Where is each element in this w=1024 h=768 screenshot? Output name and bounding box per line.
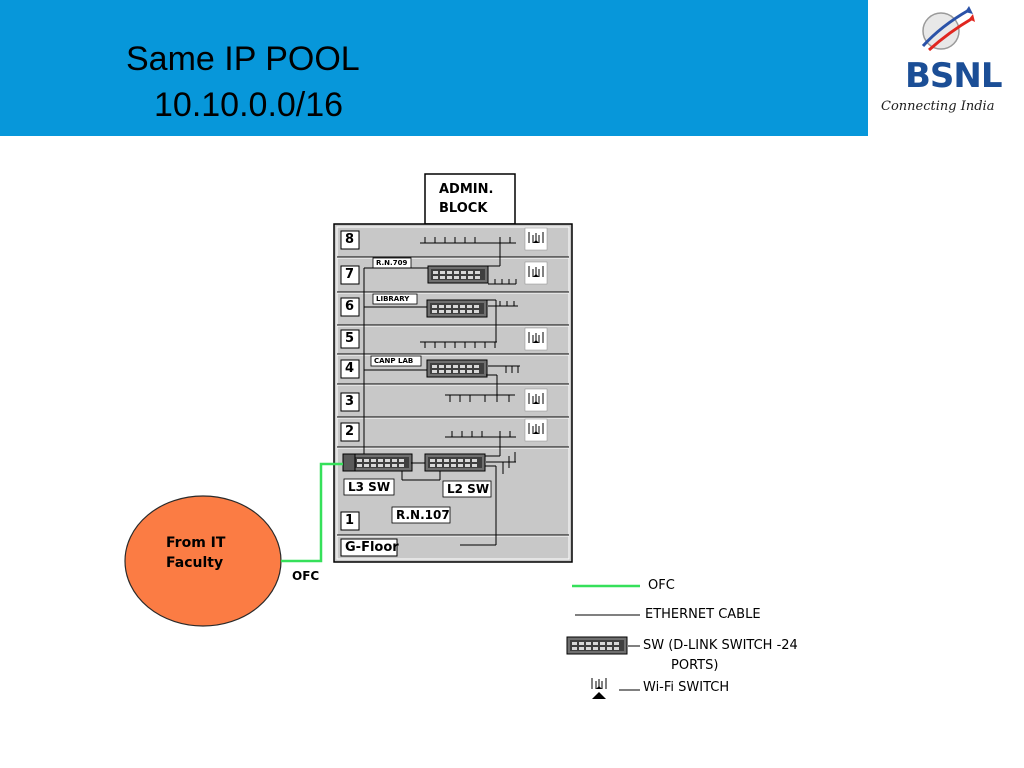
title-line-1: Same IP POOL [126, 40, 360, 78]
l2-switch-floor6 [426, 299, 488, 318]
room-label-library: LIBRARY [376, 295, 410, 303]
legend-ethernet-label: ETHERNET CABLE [645, 607, 761, 622]
admin-block-label: ADMIN. BLOCK [439, 180, 493, 218]
bsnl-logo-icon [921, 6, 975, 52]
admin-block-line-2: BLOCK [439, 201, 488, 216]
l2-switch-floor1 [424, 453, 486, 472]
ethernet-port-rails [420, 237, 520, 474]
ofc-link-label: OFC [292, 569, 320, 583]
logo-tagline: Connecting India [881, 99, 995, 114]
l3-switch-label: L3 SW [348, 480, 391, 494]
legend-wifi-label: Wi-Fi SWITCH [643, 680, 730, 695]
legend [566, 584, 640, 699]
floor-number-1: 1 [345, 513, 355, 528]
slide-title: Same IP POOL 10.10.0.0/16 [126, 36, 426, 128]
legend-ofc-label: OFC [648, 578, 675, 593]
ethernet-cabling [363, 243, 501, 546]
room-label-canp-lab: CANP LAB [374, 357, 414, 365]
room-label-rn107: R.N.107 [396, 508, 450, 522]
legend-switch-label: SW (D-LINK SWITCH -24 PORTS) [643, 636, 798, 676]
floor-number-boxes [340, 230, 398, 557]
admin-block-box [424, 173, 516, 225]
floor-number-3: 3 [345, 394, 355, 409]
header-bar [0, 0, 868, 136]
logo-wordmark: BSNL [905, 56, 1003, 96]
l2-switch-floor4 [426, 359, 488, 378]
title-line-2: 10.10.0.0/16 [154, 86, 344, 124]
floor-number-5: 5 [345, 331, 355, 346]
room-label-rn709: R.N.709 [376, 259, 408, 267]
legend-switch-line-2: PORTS) [671, 658, 719, 673]
wifi-icon [524, 388, 548, 412]
wifi-icon [524, 418, 548, 442]
floor-number-8: 8 [345, 232, 355, 247]
l2-switch-label: L2 SW [447, 482, 490, 496]
l2-switch-floor7 [427, 265, 489, 284]
source-label: From IT Faculty [166, 533, 225, 573]
ofc-link [281, 462, 343, 563]
floor-number-7: 7 [345, 267, 355, 282]
wifi-icon [524, 261, 548, 285]
wifi-icon [524, 227, 548, 251]
floor-number-4: 4 [345, 361, 355, 376]
floor-number-2: 2 [345, 424, 355, 439]
wifi-icon [524, 327, 548, 351]
source-label-line-2: Faculty [166, 555, 224, 571]
source-label-line-1: From IT [166, 535, 226, 551]
legend-switch-line-1: SW (D-LINK SWITCH -24 [643, 638, 798, 653]
ground-floor-label: G-Floor [345, 540, 399, 555]
admin-block-line-1: ADMIN. [439, 182, 494, 197]
l3-switch [342, 453, 413, 472]
floor-number-6: 6 [345, 299, 355, 314]
floor-separators [337, 256, 569, 536]
